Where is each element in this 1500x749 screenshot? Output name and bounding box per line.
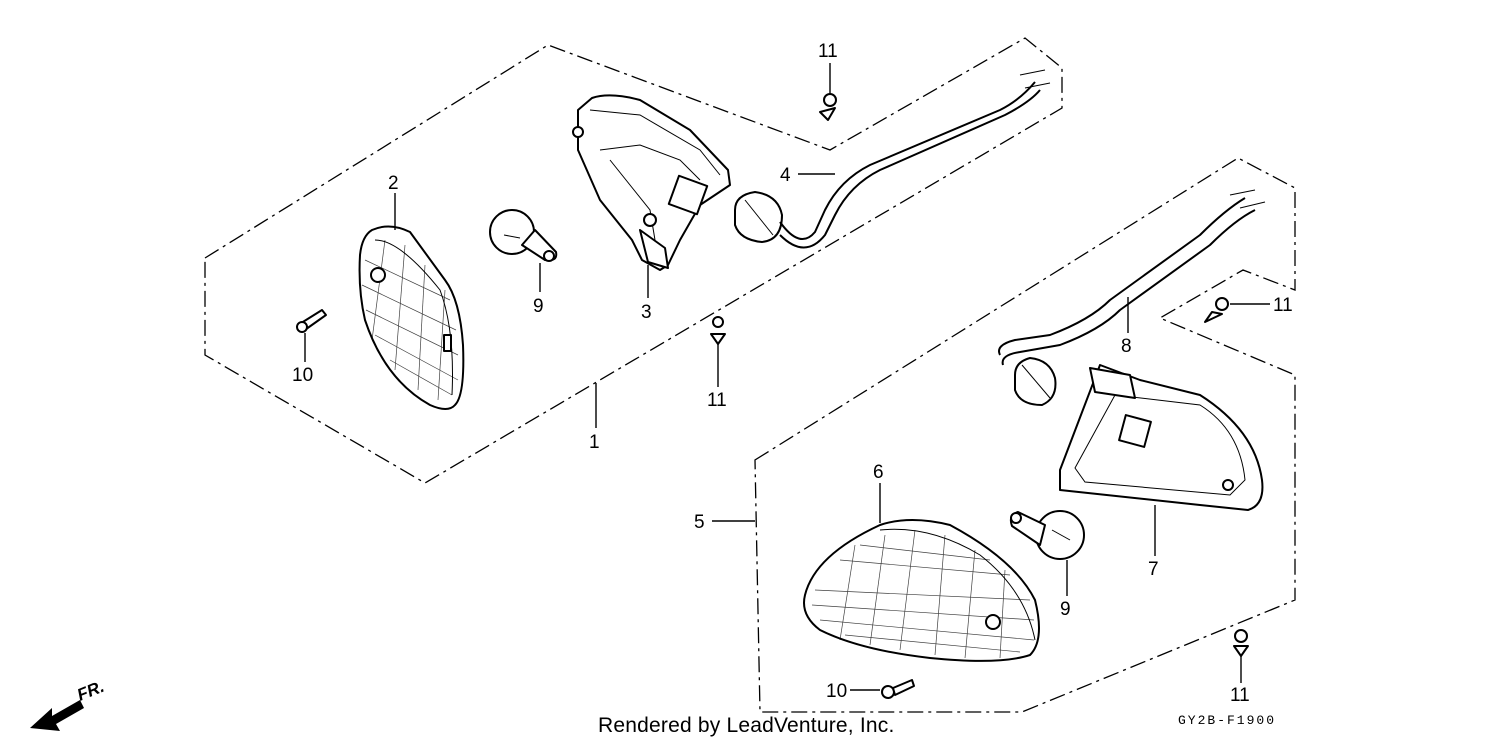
screw-10-right bbox=[881, 679, 915, 699]
housing-right bbox=[1059, 364, 1264, 511]
callout-11-top: 11 bbox=[818, 41, 838, 62]
housing-left bbox=[572, 94, 731, 271]
callout-11-right-bottom: 11 bbox=[1230, 685, 1250, 706]
callout-2: 2 bbox=[388, 173, 399, 194]
clip-11-left-bottom bbox=[710, 316, 726, 345]
front-direction-indicator: FR. bbox=[30, 677, 107, 731]
lens-left bbox=[358, 225, 465, 410]
callout-7: 7 bbox=[1148, 559, 1159, 580]
callout-1: 1 bbox=[589, 432, 600, 453]
callout-9-right: 9 bbox=[1060, 599, 1071, 620]
assembly-5-outline bbox=[754, 157, 1296, 713]
callout-11-left-bottom: 11 bbox=[707, 390, 727, 411]
callout-10-left: 10 bbox=[292, 365, 313, 386]
callout-9-left: 9 bbox=[533, 296, 544, 317]
diagram-code: GY2B-F1900 bbox=[1178, 713, 1277, 728]
lens-right bbox=[803, 519, 1040, 662]
callout-3: 3 bbox=[641, 302, 652, 323]
callout-4: 4 bbox=[780, 165, 791, 186]
callout-5: 5 bbox=[694, 512, 705, 533]
screw-10-left bbox=[296, 309, 327, 333]
callout-11-right-mid: 11 bbox=[1273, 295, 1293, 316]
harness-left bbox=[734, 69, 1051, 249]
front-arrow-icon bbox=[30, 700, 84, 731]
assembly-1-outline bbox=[204, 37, 1063, 484]
clip-11-right-bottom bbox=[1233, 629, 1249, 657]
leader-lines bbox=[304, 63, 1270, 691]
bulb-left bbox=[489, 209, 558, 262]
callout-10-right: 10 bbox=[826, 681, 847, 702]
callout-numbers: 1 2 3 4 5 6 7 8 9 9 10 10 11 11 11 11 bbox=[292, 41, 1293, 706]
harness-right bbox=[998, 189, 1266, 406]
callout-6: 6 bbox=[873, 462, 884, 483]
bulb-right bbox=[1009, 510, 1085, 560]
footer-credit: Rendered by LeadVenture, Inc. bbox=[598, 714, 895, 737]
callout-8: 8 bbox=[1121, 336, 1132, 357]
direction-label: FR. bbox=[74, 677, 107, 705]
clip-11-top bbox=[819, 93, 837, 121]
clip-11-right-mid bbox=[1204, 297, 1229, 323]
